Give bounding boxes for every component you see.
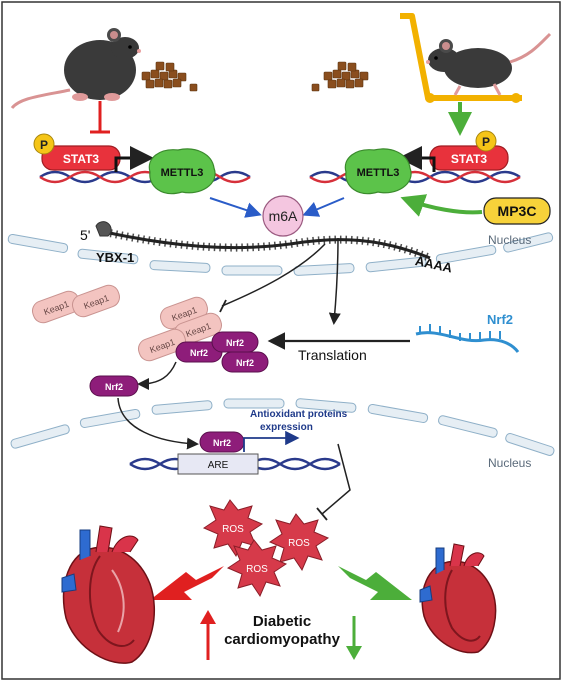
nrf2-complex-label-1: Nrf2 — [190, 348, 208, 358]
transcription-arrow — [243, 430, 300, 452]
mp3c-label: MP3C — [498, 203, 537, 219]
complex-to-free-nrf2-arrow — [137, 361, 177, 390]
stat3-left-label: STAT3 — [63, 152, 100, 166]
nrf2-complex-label-2: Nrf2 — [226, 338, 244, 348]
sedentary-mouse-icon — [10, 28, 141, 110]
ros-label-2: ROS — [288, 538, 310, 549]
nrf2-mrna-label: Nrf2 — [487, 312, 513, 327]
nrf2-mrna — [415, 324, 520, 353]
dna-right — [309, 170, 521, 184]
phospho-left-label: P — [40, 138, 48, 152]
translation-label: Translation — [298, 347, 367, 363]
antioxidant-label-2: expression — [260, 422, 313, 433]
nrf2-bound-label: Nrf2 — [213, 438, 231, 448]
phospho-left — [33, 133, 55, 155]
are-box — [177, 453, 259, 475]
mrna-inhibits-keap1-line — [221, 243, 326, 307]
mrna-to-translation-arrow — [328, 237, 341, 325]
phospho-right-label: P — [482, 135, 490, 149]
nucleus-top-label: Nucleus — [488, 233, 531, 247]
mettl3-left-label: METTL3 — [161, 167, 204, 179]
ros-burst-1 — [202, 499, 264, 558]
ros-burst-2 — [268, 513, 330, 572]
ros-to-heart-right-arrow — [338, 566, 412, 600]
mettl3-left-to-m6a-arrow — [209, 197, 262, 218]
ros-burst-3 — [226, 539, 288, 598]
phospho-right — [475, 130, 497, 152]
exercising-mouse-icon — [426, 32, 552, 96]
food-pellets-icon-right — [311, 61, 369, 92]
ros-to-heart-left-arrow — [150, 566, 224, 600]
mettl3-right-to-m6a-arrow — [302, 197, 345, 217]
heart-icon-left — [61, 525, 156, 664]
tss-arrow-left — [114, 146, 154, 172]
stat3-right-label: STAT3 — [451, 152, 488, 166]
nrf2-complex-label-3: Nrf2 — [236, 358, 254, 368]
m6a-label: m6A — [269, 208, 298, 224]
mettl3-right — [344, 148, 412, 195]
mp3c-badge — [483, 197, 551, 225]
mrna-strand — [104, 228, 432, 262]
disease-label-1: Diabetic — [253, 613, 311, 630]
ros-label-3: ROS — [246, 564, 268, 575]
food-pellets-icon — [141, 61, 198, 92]
are-label: ARE — [208, 460, 229, 471]
keap1-nrf2-complex — [138, 296, 269, 373]
mettl3-right-label: METTL3 — [357, 167, 400, 179]
mettl3-left — [148, 148, 216, 195]
disease-label-2: cardiomyopathy — [224, 631, 341, 648]
antioxidant-label-1: Antioxidant proteins — [250, 409, 348, 420]
tss-arrow-right — [398, 146, 436, 172]
dna-left — [39, 170, 251, 184]
keap1-free — [32, 284, 120, 324]
treadmill-icon — [400, 13, 522, 103]
nucleus-bottom-label: Nucleus — [488, 456, 531, 470]
nuclear-membrane-top — [7, 232, 554, 276]
nrf2-free — [89, 375, 139, 397]
heart-icon-right — [419, 543, 497, 654]
nuclear-membrane-bottom — [10, 398, 555, 456]
mrna-cap-icon — [95, 221, 112, 237]
nrf2-nuclear-translocation-arrow — [117, 397, 199, 450]
m6a-mark — [262, 195, 304, 237]
mp3c-activation-arrow — [400, 194, 483, 217]
nrf2-free-label: Nrf2 — [105, 382, 123, 392]
five-prime-label: 5' — [80, 227, 90, 243]
ros-label-1: ROS — [222, 524, 244, 535]
antioxidant-inhibits-ros-line — [321, 443, 351, 515]
ybx1-label: YBX-1 — [96, 250, 134, 265]
